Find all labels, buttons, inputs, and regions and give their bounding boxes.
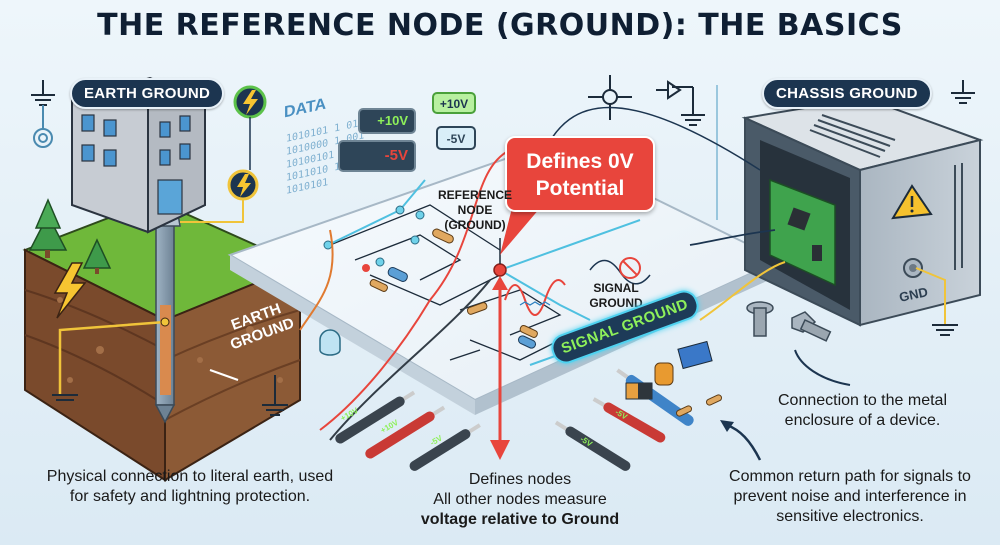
earth-wire: [58, 320, 166, 395]
earth-ground-badge: EARTH GROUND: [70, 78, 225, 109]
signal-ground-caption: Common return path for signals to preven…: [729, 468, 971, 525]
bolt-icon: [791, 311, 832, 342]
earth-block: [22, 198, 303, 482]
reference-node-dot: [493, 263, 507, 277]
readout-negative: -5V: [338, 140, 416, 172]
no-noise-icon: [619, 257, 641, 279]
tree-icon: [28, 198, 112, 274]
page-title: THE REFERENCE NODE (GROUND): THE BASICS: [97, 8, 903, 43]
lightning-icon: [53, 262, 87, 319]
chassis-ground-symbol-icon: [932, 324, 958, 336]
earth-ground-symbol-right-icon: [262, 375, 288, 416]
reference-node-caption: Defines nodes All other nodes measure vo…: [420, 471, 620, 528]
tag-negative: -5V: [436, 126, 476, 150]
chassis-ground-badge: CHASSIS GROUND: [762, 78, 932, 109]
readout-positive: +10V: [358, 108, 416, 134]
warning-triangle-icon: [891, 184, 933, 220]
device-icon: [319, 329, 341, 356]
buffer-ground-symbol-icon: [656, 80, 705, 126]
resistor-icon: [369, 228, 538, 349]
reference-node-label: REFERENCE NODE (GROUND): [437, 188, 512, 232]
chassis-ground-caption: Connection to the metal enclosure of a d…: [778, 392, 947, 429]
tag-positive: +10V: [432, 92, 476, 114]
building-icon: [71, 76, 206, 234]
node-crosshair-icon: [588, 75, 632, 120]
lightning-badge-icon: [180, 85, 267, 223]
earth-ground-caption: Physical connection to literal earth, us…: [46, 468, 334, 505]
signal-wave: [504, 279, 566, 316]
reference-arrow: [490, 276, 510, 460]
screw-icon: [746, 301, 774, 337]
electronic-components: [625, 340, 723, 417]
chassis-header-ground-icon: [951, 80, 975, 104]
gnd-terminal-icon: [903, 258, 946, 325]
chassis-caption-arrow: [794, 349, 851, 386]
earth-ground-symbol-icon: [31, 80, 55, 148]
chassis-box: [741, 96, 984, 327]
signal-ground-label: SIGNAL GROUND: [589, 281, 643, 310]
defines-0v-callout: Defines 0V Potential: [505, 136, 655, 212]
earth-ground-symbol-bottom-icon: [52, 394, 78, 401]
